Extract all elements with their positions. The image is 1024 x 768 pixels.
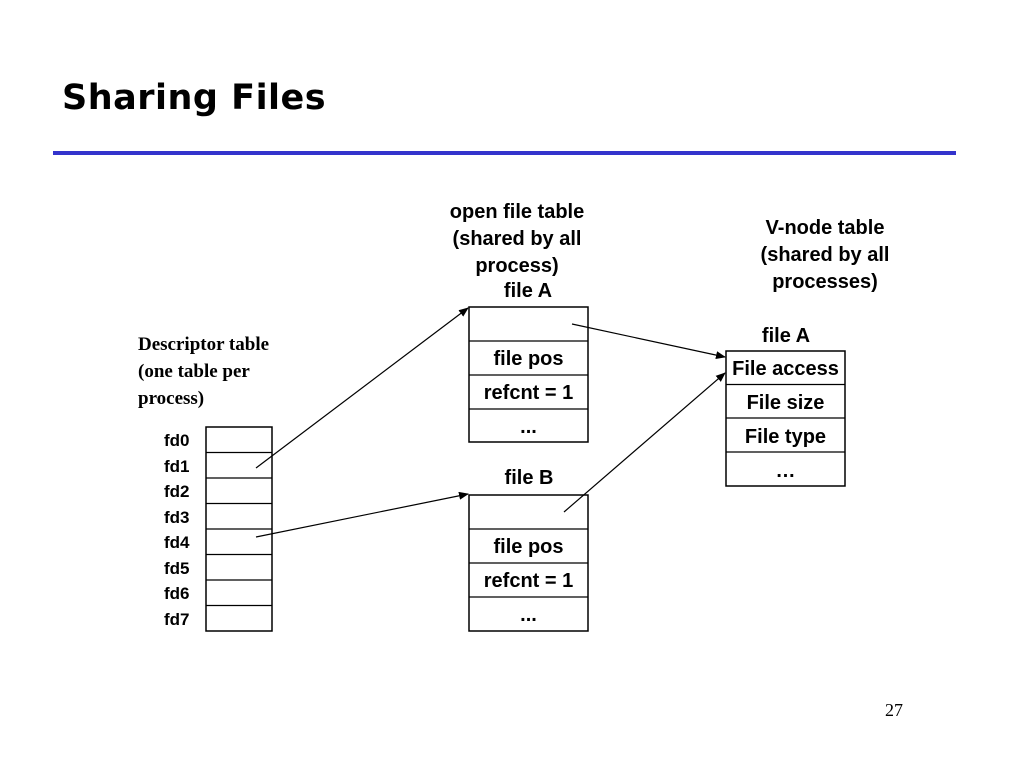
descriptor-table-caption-line-2: (one table per — [138, 361, 250, 382]
open-file-b-file-pos: file pos — [493, 536, 563, 558]
open-file-entry-file-a: file A file pos refcnt = 1 ... — [468, 280, 589, 443]
descriptor-row-fd1: fd1 — [164, 457, 190, 476]
descriptor-row-fd4: fd4 — [164, 533, 190, 552]
title-rule — [53, 151, 956, 155]
open-file-b-refcnt: refcnt = 1 — [484, 570, 573, 592]
page-number: 27 — [885, 700, 903, 720]
open-file-a-file-pos: file pos — [493, 348, 563, 370]
vnode-file-a-label: file A — [762, 325, 810, 347]
descriptor-row-fd0: fd0 — [164, 431, 190, 450]
open-file-a-refcnt: refcnt = 1 — [484, 382, 573, 404]
descriptor-table-caption-line-1: Descriptor table — [138, 334, 270, 355]
descriptor-table-caption: Descriptor table (one table per process) — [138, 331, 269, 412]
open-file-table-caption-line-1: open file table — [449, 201, 585, 223]
descriptor-row-fd5: fd5 — [164, 559, 190, 578]
descriptor-row-fd2: fd2 — [164, 482, 190, 501]
vnode-table-caption: V-node table (shared by all processes) — [725, 215, 925, 296]
page-title: Sharing Files — [62, 78, 327, 118]
descriptor-row-fd7: fd7 — [164, 610, 190, 629]
arrow-open-file-b-to-vnode — [563, 372, 726, 513]
vnode-file-size: File size — [747, 392, 825, 414]
descriptor-table-caption-line-3: process) — [138, 388, 205, 409]
open-file-b-more: ... — [520, 604, 537, 626]
vnode-table-caption-line-3: processes) — [772, 271, 878, 293]
vnode-more: … — [776, 460, 796, 482]
open-file-b-label: file B — [505, 467, 554, 489]
descriptor-row-fd6: fd6 — [164, 584, 190, 603]
descriptor-table: fd0 fd1 fd2 fd3 fd4 fd5 fd6 fd7 — [164, 426, 273, 632]
open-file-a-label: file A — [504, 280, 552, 302]
vnode-entry-file-a: file A File access File size File type … — [725, 325, 846, 487]
vnode-file-access: File access — [732, 358, 839, 380]
open-file-table-caption-line-2: (shared by all — [452, 228, 582, 250]
open-file-table-caption-line-3: process) — [475, 255, 559, 277]
open-file-table-caption: open file table (shared by all process) — [417, 199, 617, 280]
arrow-open-file-a-to-vnode — [571, 323, 726, 360]
descriptor-row-fd3: fd3 — [164, 508, 190, 527]
vnode-table-caption-line-1: V-node table — [765, 217, 885, 239]
arrow-fd1-to-open-file-a — [255, 307, 469, 469]
open-file-entry-file-b: file B file pos refcnt = 1 ... — [468, 467, 589, 632]
vnode-table-caption-line-2: (shared by all — [760, 244, 890, 266]
open-file-a-more: ... — [520, 416, 537, 438]
vnode-file-type: File type — [745, 426, 826, 448]
arrow-fd4-to-open-file-b — [255, 491, 469, 538]
